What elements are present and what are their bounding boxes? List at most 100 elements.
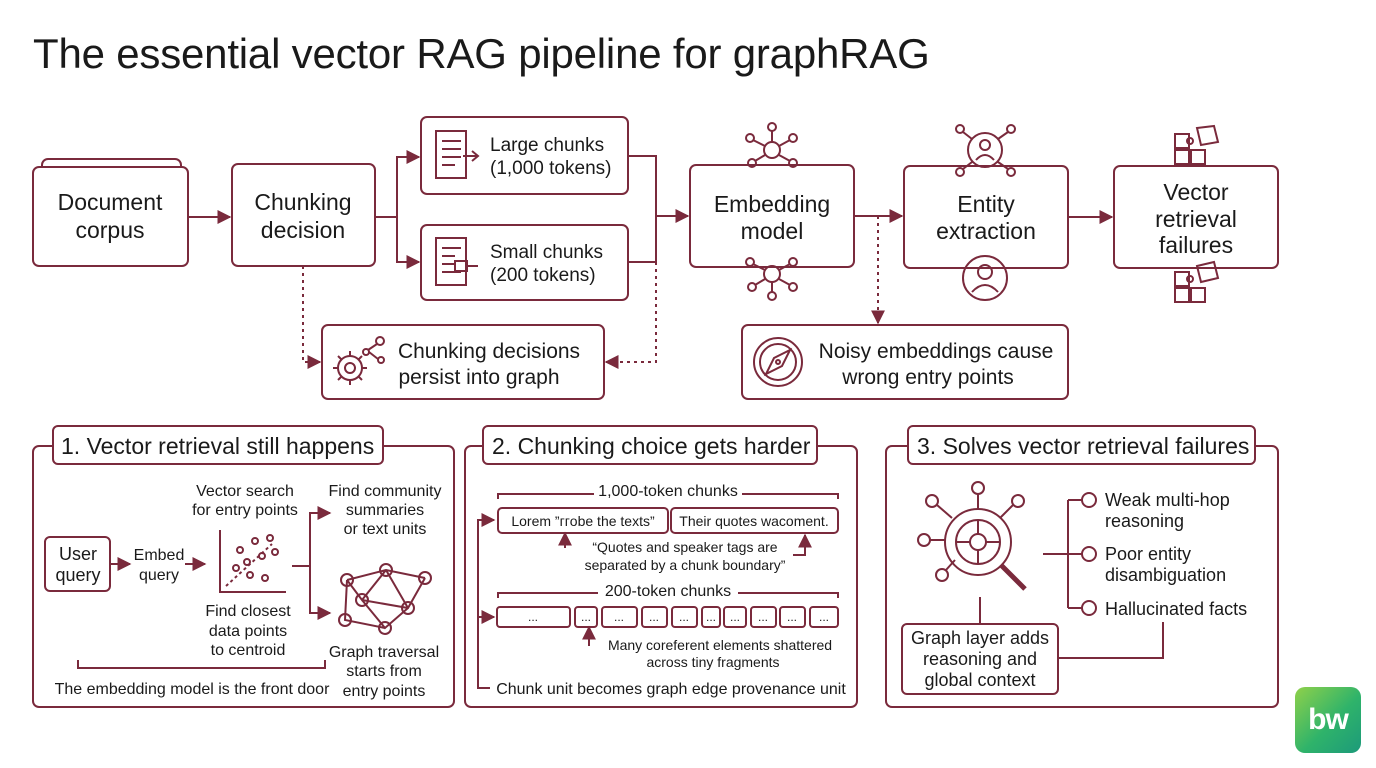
panel1-footer: The embedding model is the front door	[55, 681, 331, 698]
network-icon-lower	[745, 257, 798, 301]
chunk-b-box	[670, 507, 839, 534]
dotted-chunking-persist	[302, 266, 322, 369]
user-query-line1: User	[59, 544, 97, 564]
failure-2-line1: Poor entity	[1105, 544, 1191, 564]
failure-bullet-2	[1081, 546, 1097, 562]
vector-failures-line1: Vector	[1163, 179, 1229, 205]
find-community-line3: or text units	[344, 521, 427, 538]
compass-icon	[753, 337, 803, 387]
user-query-line2: query	[55, 565, 100, 585]
panel3-heading: 3. Solves vector retrieval failures	[917, 433, 1249, 459]
small-chunk-5	[701, 606, 721, 628]
ellipsis-1: ...	[528, 610, 538, 624]
panel3-heading-box	[907, 425, 1256, 465]
embed-query-line2: query	[139, 567, 179, 584]
noisy-embeddings-box	[741, 324, 1069, 400]
ellipsis-10: ...	[819, 610, 829, 624]
chunk-a-text: Lorem ”ггobe the texts”	[511, 513, 655, 529]
failure-3-line1: Hallucinated facts	[1105, 599, 1247, 619]
ellipsis-5: ...	[679, 610, 689, 624]
network-icon	[745, 122, 798, 168]
failures-ticks	[1068, 499, 1082, 609]
panel2-bracket	[477, 519, 490, 689]
noisy-embeddings-line1: Noisy embeddings cause	[819, 340, 1054, 363]
dotted-small-persist	[604, 262, 657, 369]
brand-logo: bw	[1295, 687, 1361, 753]
shatter-note-line1: Many coreferent elements shattered	[608, 637, 832, 653]
entity-extraction-box	[903, 165, 1069, 269]
ellipsis-8: ...	[758, 610, 768, 624]
quote-note-line1: “Quotes and speaker tags are	[592, 539, 777, 555]
small-chunk-6	[723, 606, 747, 628]
scatter-plot-icon	[219, 530, 286, 593]
small-chunks-line2: (200 tokens)	[490, 265, 596, 286]
document-corpus-line2: corpus	[75, 217, 144, 243]
gear-network-icon	[333, 336, 385, 385]
vector-search-line1: Vector search	[196, 483, 294, 500]
small-chunk-4	[671, 606, 698, 628]
ellipsis-6: ...	[706, 610, 716, 624]
chunking-decision-line1: Chunking	[254, 189, 351, 215]
large-chunks-label: 1,000-token chunks	[598, 483, 738, 500]
vector-failures-line3: failures	[1159, 232, 1233, 258]
failure-bullet-3	[1081, 600, 1097, 616]
chunking-persist-line1: Chunking decisions	[398, 340, 580, 363]
panel2-footer: Chunk unit becomes graph edge provenance…	[496, 681, 846, 698]
puzzle-icon	[1174, 124, 1220, 165]
large-chunks-line2: (1,000 tokens)	[490, 158, 611, 179]
arrow-plot-graph	[309, 566, 332, 620]
graph-layer-line2: reasoning and	[923, 649, 1037, 669]
small-chunk-8	[779, 606, 806, 628]
embedding-model-line1: Embedding	[714, 191, 830, 217]
ellipsis-3: ...	[614, 610, 624, 624]
small-chunk-3	[641, 606, 668, 628]
small-chunk-7	[750, 606, 777, 628]
quote-note-line2: separated by a chunk boundary”	[585, 557, 786, 573]
chunking-decision-box	[231, 163, 376, 267]
panel2-heading: 2. Chunking choice gets harder	[492, 433, 811, 459]
small-chunks-label: 200-token chunks	[605, 583, 731, 600]
find-closest-line1: Find closest	[205, 603, 291, 620]
graph-icon	[338, 563, 432, 635]
arrow-plot-community	[292, 506, 332, 567]
chunking-persist-line2: persist into graph	[398, 366, 559, 389]
find-community-line1: Find community	[329, 483, 442, 500]
find-closest-line3: to centroid	[211, 642, 286, 659]
arrow-large-embedding	[628, 155, 690, 223]
user-network-icon	[955, 124, 1016, 177]
document-chunk-icon	[435, 237, 478, 286]
failure-2-line2: disambiguation	[1105, 565, 1226, 585]
panel1-heading-box	[52, 425, 384, 465]
arrow-chunking-large	[375, 150, 421, 218]
large-chunks-line1: Large chunks	[490, 135, 604, 156]
document-list-icon	[435, 130, 480, 179]
chunking-decision-line2: decision	[261, 217, 345, 243]
ellipsis-9: ...	[787, 610, 797, 624]
panel1-heading: 1. Vector retrieval still happens	[61, 433, 374, 459]
find-community-line2: summaries	[346, 502, 424, 519]
line-small-embedding	[628, 216, 657, 263]
panel2-heading-box	[482, 425, 818, 465]
arrow-chunking-small	[396, 217, 421, 269]
puzzle-icon-lower	[1174, 260, 1220, 303]
magnifier-network-icon	[917, 481, 1027, 591]
small-chunks-line1: Small chunks	[490, 242, 603, 263]
graph-layer-line3: global context	[924, 670, 1035, 690]
failure-1-line2: reasoning	[1105, 511, 1184, 531]
graph-traversal-line3: entry points	[343, 683, 426, 700]
vector-search-line2: for entry points	[192, 502, 298, 519]
noisy-embeddings-line2: wrong entry points	[841, 366, 1014, 389]
ellipsis-2: ...	[581, 610, 591, 624]
graph-layer-line1: Graph layer adds	[911, 628, 1049, 648]
page-title: The essential vector RAG pipeline for gr…	[33, 30, 930, 77]
panel1-brace	[77, 660, 326, 669]
ellipsis-4: ...	[649, 610, 659, 624]
small-chunk-9	[809, 606, 839, 628]
ellipsis-7: ...	[730, 610, 740, 624]
chunk-b-text: Their quotes wacoment.	[679, 513, 828, 529]
entity-extraction-line1: Entity	[957, 191, 1015, 217]
arrow-quote-right	[793, 533, 812, 556]
line-graphlayer-failures	[1058, 622, 1164, 659]
user-circle-icon	[962, 255, 1008, 301]
